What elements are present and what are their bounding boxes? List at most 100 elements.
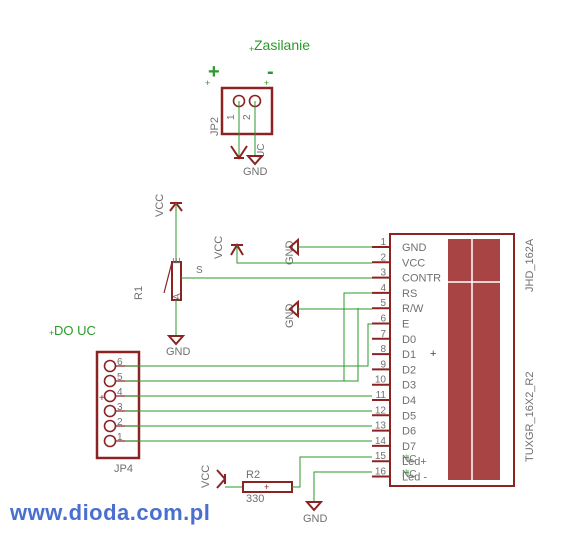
lcd-pin-name-5: R/W bbox=[402, 303, 424, 315]
jp4-pin-pad-3 bbox=[103, 404, 117, 418]
lcd-pin-name-10: D3 bbox=[402, 380, 416, 392]
lcd-display-text: LCD DISPLAY 16x2 bbox=[500, 307, 511, 396]
lcd-pin-name-14: D7 bbox=[402, 441, 416, 453]
r1-a-label: A bbox=[172, 293, 183, 300]
jp4-pin-pad-6 bbox=[103, 359, 117, 373]
lcd-pin-number-14: 14 bbox=[375, 436, 387, 447]
power-plus-sign: + bbox=[208, 61, 220, 83]
wire-jp4-6-e bbox=[125, 323, 372, 367]
jp4-pin-number-1: 1 bbox=[117, 432, 123, 443]
lcd-pin-name-2: VCC bbox=[402, 257, 425, 269]
lcd-gnd1-label: GND bbox=[284, 241, 296, 266]
jp4-pin-number-2: 2 bbox=[117, 417, 123, 428]
jp4-pin-number-5: 5 bbox=[117, 372, 123, 383]
r2-value: 330 bbox=[246, 493, 264, 505]
lcd-name: JHD_162A bbox=[524, 238, 536, 292]
lcd-power-symbols: GND VCC GND bbox=[213, 236, 372, 328]
led-gnd-label: GND bbox=[303, 513, 328, 525]
jp4-pin-pad-4 bbox=[103, 389, 117, 403]
do-uc-label: DO UC bbox=[54, 323, 96, 338]
lcd-pin-number-15: 15 bbox=[375, 451, 387, 462]
r1-vcc-label: VCC bbox=[154, 194, 166, 217]
jp2-uc-label: UC bbox=[256, 144, 267, 158]
lcd-pin-name-3: CONTR bbox=[402, 273, 441, 285]
jp4-body bbox=[95, 350, 141, 460]
jp4-pin-group: 6 5 4 3 2 1 bbox=[103, 357, 139, 448]
jp2-gnd-symbol bbox=[245, 155, 265, 166]
lcd-pin-name-9: D2 bbox=[402, 364, 416, 376]
power-title: Zasilanie bbox=[254, 37, 310, 53]
jp2-gnd-label: GND bbox=[243, 166, 268, 178]
lcd-gnd2-label: GND bbox=[284, 304, 296, 329]
jp4-lcd-wiring bbox=[125, 292, 372, 442]
jp2-pin2-num: 2 bbox=[242, 114, 253, 120]
r1-s-label: S bbox=[196, 265, 203, 276]
jp2-body bbox=[220, 86, 274, 136]
r2-origin-mark: + bbox=[264, 482, 269, 492]
do-uc-origin: + bbox=[49, 328, 54, 338]
jp4-pin-number-6: 6 bbox=[117, 357, 123, 368]
potentiometer-r1[interactable]: VCC E S A R1 GND bbox=[133, 194, 372, 358]
r1-gnd-symbol bbox=[166, 335, 186, 346]
power-plus-origin: + bbox=[205, 78, 210, 88]
lcd-pin-name-8: D1 bbox=[402, 349, 416, 361]
lcd-pin-number-7: 7 bbox=[380, 329, 386, 340]
lcd-pin-number-16: 16 bbox=[375, 467, 387, 478]
lcd-origin-mark: + bbox=[430, 348, 436, 360]
power-title-origin: + bbox=[249, 44, 254, 54]
lcd-pin-number-5: 5 bbox=[380, 298, 386, 309]
jp4-pin-number-4: 4 bbox=[117, 387, 123, 398]
lcd-pin-number-9: 9 bbox=[380, 359, 386, 370]
r2-vcc-symbol bbox=[216, 469, 227, 489]
lcd-pin-number-12: 12 bbox=[375, 405, 387, 416]
power-minus-sign: - bbox=[267, 61, 274, 83]
r1-adjust-arrow bbox=[163, 261, 173, 294]
lcd-pin-number-6: 6 bbox=[380, 314, 386, 325]
lcd-pin-number-2: 2 bbox=[380, 252, 386, 263]
jp4-pin-pad-1 bbox=[103, 434, 117, 448]
lcd-pin-number-11: 11 bbox=[376, 390, 387, 401]
lcd-pin-number-3: 3 bbox=[380, 268, 386, 279]
jp4-label: JP4 bbox=[114, 463, 133, 475]
lcd-pin-number-4: 4 bbox=[380, 283, 386, 294]
wire-led-minus-gnd bbox=[313, 471, 372, 502]
watermark: www.dioda.com.pl bbox=[10, 500, 211, 525]
resistor-r2[interactable]: VCC + R2 330 GND bbox=[200, 456, 372, 525]
wire-jp4-5 bbox=[125, 308, 359, 382]
lcd-pin-number-1: 1 bbox=[380, 237, 386, 248]
lcd-pin-name-16: Led - bbox=[402, 472, 427, 484]
jp4-pin-number-3: 3 bbox=[117, 402, 123, 413]
wire-r2-led-plus bbox=[292, 456, 372, 488]
r1-gnd-label: GND bbox=[166, 346, 191, 358]
power-minus-origin: + bbox=[264, 78, 269, 88]
power-connector-jp2[interactable]: Zasilanie + + - + + 1 2 JP2 UC GND bbox=[205, 37, 310, 178]
lcd-display-component[interactable]: LCD DISPLAY 16x2 JHD_162A TUXGR_16X2_R2 … bbox=[389, 233, 536, 487]
wire-jp4-5-rs bbox=[125, 292, 372, 382]
r2-label: R2 bbox=[246, 469, 260, 481]
lcd-pin-name-1: GND bbox=[402, 242, 427, 254]
r1-label: R1 bbox=[133, 286, 145, 300]
lcd-nc2: NC bbox=[402, 469, 416, 480]
jp2-label: JP2 bbox=[209, 117, 221, 136]
lcd-pin-name-11: D4 bbox=[402, 395, 416, 407]
lcd-pin-number-13: 13 bbox=[375, 421, 387, 432]
lcd-led-plus-origin: + bbox=[403, 452, 409, 464]
lcd-value: TUXGR_16X2_R2 bbox=[524, 372, 536, 463]
lcd-outline bbox=[389, 233, 515, 487]
lcd-pin-name-13: D6 bbox=[402, 426, 416, 438]
lcd-pin-name-12: D5 bbox=[402, 410, 416, 422]
jp4-pin-pad-5 bbox=[103, 374, 117, 388]
lcd-pin-number-10: 10 bbox=[375, 375, 387, 386]
r1-e-label: E bbox=[172, 257, 183, 264]
lcd-vcc-label: VCC bbox=[213, 236, 225, 259]
lcd-pin-name-6: E bbox=[402, 319, 409, 331]
lcd-pin-name-4: RS bbox=[402, 288, 417, 300]
lcd-column-right bbox=[472, 239, 500, 480]
r2-vcc-label: VCC bbox=[200, 465, 212, 488]
led-gnd-symbol bbox=[304, 501, 324, 512]
jp2-pin1-num: 1 bbox=[226, 114, 237, 120]
lcd-pin-number-8: 8 bbox=[380, 344, 386, 355]
